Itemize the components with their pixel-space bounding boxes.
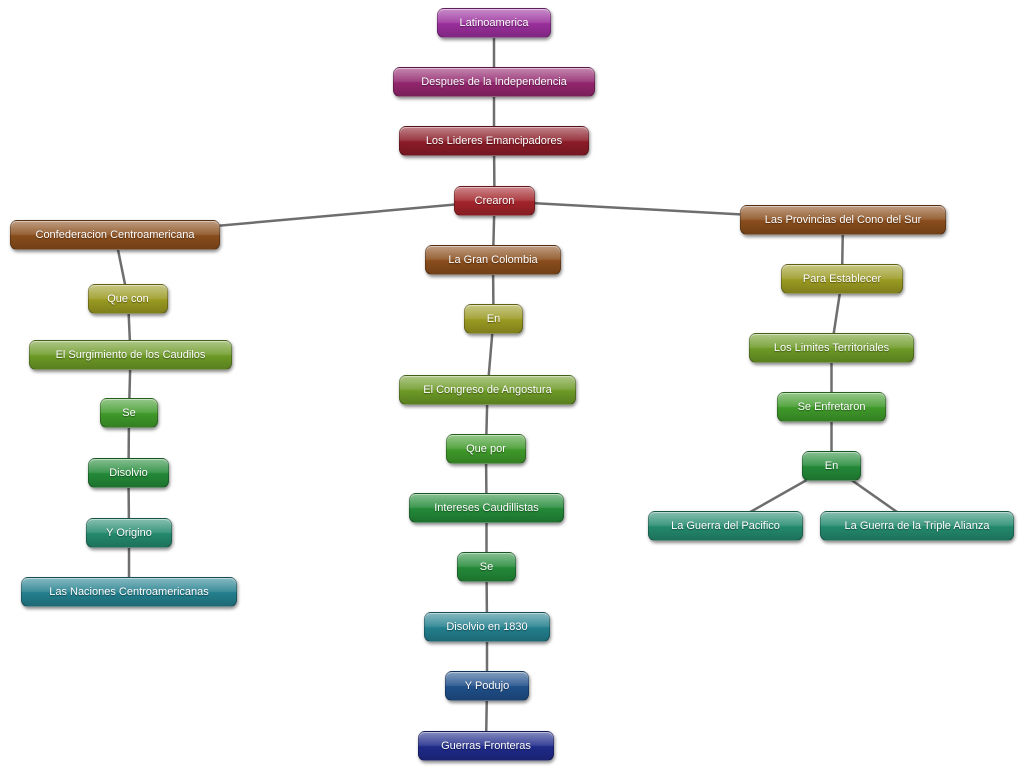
- node-congreso-angostura[interactable]: El Congreso de Angostura: [399, 375, 576, 405]
- node-que-por[interactable]: Que por: [446, 434, 526, 464]
- node-despues-independencia[interactable]: Despues de la Independencia: [393, 67, 595, 97]
- node-se-left[interactable]: Se: [100, 398, 158, 428]
- node-confederacion-centroamericana[interactable]: Confederacion Centroamericana: [10, 220, 220, 250]
- node-se-center[interactable]: Se: [457, 552, 516, 582]
- node-en-center[interactable]: En: [464, 304, 523, 334]
- node-limites-territoriales[interactable]: Los Limites Territoriales: [749, 333, 914, 363]
- node-lideres-emancipadores[interactable]: Los Lideres Emancipadores: [399, 126, 589, 156]
- node-se-enfretaron[interactable]: Se Enfretaron: [777, 392, 886, 422]
- node-latinoamerica[interactable]: Latinoamerica: [437, 8, 551, 38]
- node-guerras-fronteras[interactable]: Guerras Fronteras: [418, 731, 554, 761]
- node-crearon[interactable]: Crearon: [454, 186, 535, 216]
- node-surgimiento-caudilos[interactable]: El Surgimiento de los Caudilos: [29, 340, 232, 370]
- node-y-origino[interactable]: Y Origino: [86, 518, 172, 548]
- node-en-right[interactable]: En: [802, 451, 861, 481]
- node-gran-colombia[interactable]: La Gran Colombia: [425, 245, 561, 275]
- node-provincias-cono-sur[interactable]: Las Provincias del Cono del Sur: [740, 205, 946, 235]
- node-disolvio-1830[interactable]: Disolvio en 1830: [424, 612, 550, 642]
- node-naciones-centroamericanas[interactable]: Las Naciones Centroamericanas: [21, 577, 237, 607]
- node-para-establecer[interactable]: Para Establecer: [781, 264, 903, 294]
- node-guerra-pacifico[interactable]: La Guerra del Pacifico: [648, 511, 803, 541]
- node-disolvio-left[interactable]: Disolvio: [88, 458, 169, 488]
- node-intereses-caudillistas[interactable]: Intereses Caudillistas: [409, 493, 564, 523]
- node-y-produjo[interactable]: Y Podujo: [445, 671, 529, 701]
- node-que-con[interactable]: Que con: [88, 284, 168, 314]
- node-guerra-triple-alianza[interactable]: La Guerra de la Triple Alianza: [820, 511, 1014, 541]
